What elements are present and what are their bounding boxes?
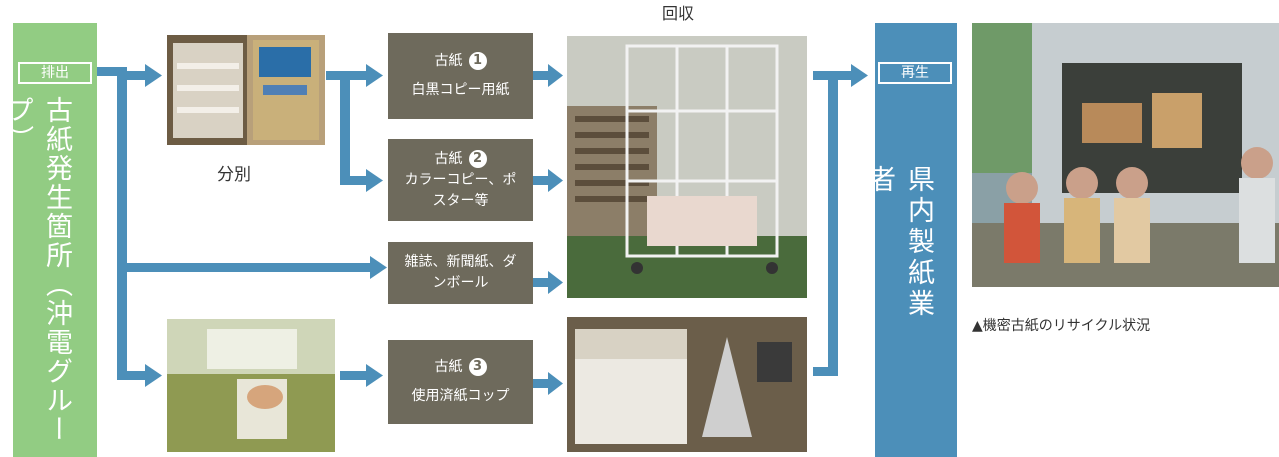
- sorting-label: 分別: [217, 165, 251, 185]
- cup-collection-photo: [567, 317, 807, 452]
- recycling-site-photo: [972, 23, 1279, 287]
- paper-type-3-desc: 使用済紙コップ: [411, 388, 510, 404]
- destination-tag: 再生: [878, 62, 952, 84]
- destination-column: [875, 23, 957, 457]
- destination-label: 県内製紙業者: [864, 165, 934, 320]
- magazines-box: 雑誌、新聞紙、ダンボール: [388, 242, 533, 304]
- paper-type-1-desc: 白黒コピー用紙: [411, 82, 510, 98]
- number-3-icon: 3: [468, 358, 487, 376]
- collect-header: 回収: [662, 4, 695, 23]
- source-column: [13, 23, 97, 457]
- recycling-photo-caption: ▲機密古紙のリサイクル状況: [972, 318, 1151, 334]
- collection-cart-photo: [567, 36, 807, 298]
- number-1-icon: 1: [468, 52, 487, 70]
- number-2-icon: 2: [468, 149, 487, 168]
- cup-disposal-photo: [167, 319, 335, 452]
- source-tag: 排出: [18, 62, 92, 84]
- source-label: 古紙発生箇所（沖電グループ）: [2, 96, 72, 444]
- paper-type-2-desc: カラーコピー、ポスター等: [404, 171, 517, 209]
- sorting-shelf-photo: [167, 35, 325, 145]
- magazines-desc: 雑誌、新聞紙、ダンボール: [404, 254, 517, 291]
